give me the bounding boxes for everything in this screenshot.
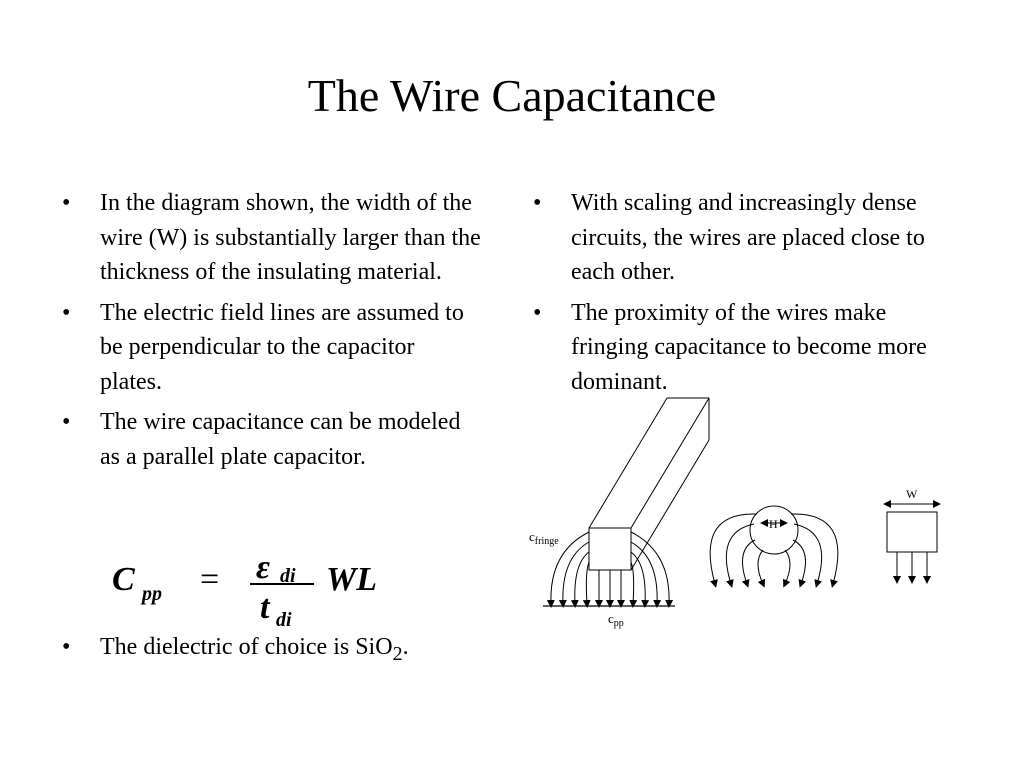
capacitance-formula: C pp = ε di t di WL bbox=[112, 549, 377, 631]
field-line bbox=[709, 513, 758, 588]
fringe-field-line bbox=[582, 561, 591, 608]
formula-wl: WL bbox=[326, 561, 377, 598]
pp-subscript: pp bbox=[614, 618, 624, 629]
bullet-item: • The wire capacitance can be modeled as… bbox=[62, 405, 482, 474]
bullet-marker: • bbox=[533, 190, 542, 216]
c-letter: c bbox=[608, 611, 614, 626]
fringe-field-line bbox=[558, 541, 590, 608]
bullet-marker: • bbox=[62, 299, 71, 326]
right-column: • With scaling and increasingly dense ci… bbox=[533, 186, 953, 405]
bullet-text: The proximity of the wires make fringing… bbox=[571, 299, 927, 395]
field-line bbox=[783, 549, 791, 588]
slide-title: The Wire Capacitance bbox=[307, 70, 717, 121]
bullet-item: • With scaling and increasingly dense ci… bbox=[533, 186, 953, 290]
formula-epsilon: ε bbox=[256, 549, 270, 586]
label-c-fringe: cfringe bbox=[529, 529, 559, 547]
wire-edge bbox=[630, 397, 710, 529]
bullet-item-dielectric: • The dielectric of choice is SiO2. bbox=[62, 630, 502, 677]
fringe-field-line bbox=[546, 531, 590, 608]
fringe-subscript: fringe bbox=[535, 536, 559, 547]
bullet-marker: • bbox=[62, 634, 71, 660]
bullet-marker: • bbox=[62, 409, 71, 435]
bullet-item: • The proximity of the wires make fringi… bbox=[533, 296, 953, 400]
label-c-pp: cpp bbox=[608, 611, 624, 629]
wire-cross-section bbox=[588, 527, 632, 571]
bullet-text: The wire capacitance can be modeled as a… bbox=[100, 409, 461, 470]
formula-equals: = bbox=[200, 561, 219, 598]
subscript: 2 bbox=[392, 642, 403, 665]
fringe-field-line bbox=[630, 541, 662, 608]
label-h: H bbox=[769, 517, 778, 531]
field-line bbox=[793, 523, 823, 588]
field-line bbox=[792, 539, 807, 588]
round-wire bbox=[749, 505, 799, 555]
formula-c: C bbox=[112, 561, 135, 598]
bullet-text: With scaling and increasingly dense circ… bbox=[571, 190, 925, 285]
bullet-marker: • bbox=[533, 299, 542, 326]
fringe-field-line bbox=[630, 551, 650, 608]
rect-wire-drawing bbox=[883, 500, 941, 584]
bullet-item: • The electric field lines are assumed t… bbox=[62, 296, 482, 400]
wire-edge bbox=[630, 439, 710, 571]
label-w: W bbox=[906, 487, 918, 501]
field-line bbox=[757, 549, 765, 588]
wire-capacitance-diagram: cfringe cpp H W bbox=[529, 397, 941, 629]
round-wire-field-drawing bbox=[709, 505, 839, 588]
formula-c-subscript: pp bbox=[140, 583, 162, 605]
formula-epsilon-subscript: di bbox=[280, 565, 296, 587]
bullet-item: • In the diagram shown, the width of the… bbox=[62, 186, 482, 290]
wire-3d-drawing bbox=[588, 397, 710, 571]
field-line bbox=[725, 523, 755, 588]
fringe-field-lines-left bbox=[546, 531, 674, 608]
left-column: • In the diagram shown, the width of the… bbox=[62, 186, 482, 480]
fringe-field-line bbox=[630, 531, 674, 608]
fringe-field-line bbox=[629, 561, 638, 608]
formula-t-subscript: di bbox=[276, 609, 292, 631]
formula-t: t bbox=[260, 589, 271, 626]
field-line bbox=[741, 539, 756, 588]
wire-edge bbox=[588, 397, 668, 529]
rect-wire bbox=[886, 511, 938, 553]
bullet-text: In the diagram shown, the width of the w… bbox=[100, 190, 481, 285]
fringe-field-line bbox=[570, 551, 590, 608]
field-line bbox=[790, 513, 839, 588]
bullet-text: The electric field lines are assumed to … bbox=[100, 299, 464, 395]
c-letter: c bbox=[529, 529, 535, 544]
bullet-item: • The dielectric of choice is SiO2. bbox=[62, 630, 502, 671]
bullet-suffix: . bbox=[402, 634, 409, 660]
bullet-text: The dielectric of choice is SiO bbox=[100, 634, 393, 660]
bullet-marker: • bbox=[62, 190, 71, 216]
